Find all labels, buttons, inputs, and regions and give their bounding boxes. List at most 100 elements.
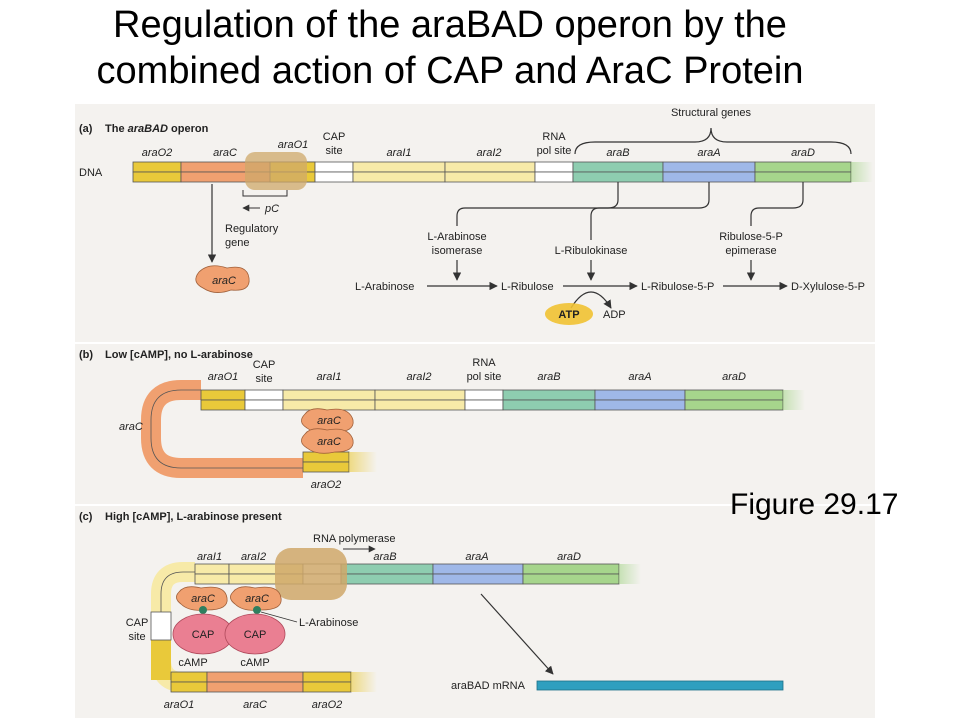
arac-protein-shape xyxy=(195,265,250,293)
label-arac-b-2: araC xyxy=(317,436,341,448)
atp-highlight xyxy=(545,303,593,325)
label-araa-c: araA xyxy=(465,551,488,563)
label-arao2-c: araO2 xyxy=(312,699,343,711)
label-camp-2: cAMP xyxy=(240,657,269,669)
dna-label: DNA xyxy=(79,167,103,179)
label-arad-a: araD xyxy=(791,147,815,159)
label-cap-2: CAP xyxy=(244,629,267,641)
label-arad-c: araD xyxy=(557,551,581,563)
label-ribulokinase: L-Ribulokinase xyxy=(555,245,628,257)
label-regulatory-1: Regulatory xyxy=(225,223,279,235)
panel-a-heading: The araBAD operon xyxy=(105,123,209,135)
cap-site-loop-c xyxy=(150,611,172,641)
label-arac-bottom-c: araC xyxy=(243,699,267,711)
dna-strands-a xyxy=(115,161,873,183)
panel-b-heading: Low [cAMP], no L-arabinose xyxy=(105,349,253,361)
label-epimerase-1: Ribulose-5-P xyxy=(719,231,783,243)
label-regulatory-2: gene xyxy=(225,237,249,249)
label-d-xylulose-5p: D-Xylulose-5-P xyxy=(791,281,865,293)
label-araa-b: araA xyxy=(628,371,651,383)
structural-genes-brace xyxy=(574,127,852,155)
label-cap-site-a-1: CAP xyxy=(323,131,346,143)
dna-strands-b xyxy=(200,389,805,473)
panel-a-letter: (a) xyxy=(79,123,93,135)
label-cap-site-b-1: CAP xyxy=(253,359,276,371)
label-cap-site-c-2: site xyxy=(128,631,145,643)
label-arai2-c: araI2 xyxy=(241,551,266,563)
label-arai2-a: araI2 xyxy=(476,147,501,159)
label-rna-pol-b-2: pol site xyxy=(467,371,502,383)
label-cap-site-b-2: site xyxy=(255,373,272,385)
cap-protein-2 xyxy=(224,613,286,655)
label-atp: ATP xyxy=(558,309,579,321)
label-arac-a: araC xyxy=(213,147,237,159)
arac-protein-b-2 xyxy=(301,428,354,454)
label-arac-c-2: araC xyxy=(245,593,269,605)
figure-label: Figure 29.17 xyxy=(730,488,899,521)
arac-loop-b-center xyxy=(150,389,303,469)
label-cap-site-a-2: site xyxy=(325,145,342,157)
arao1-loop-c xyxy=(151,640,171,680)
panel-a: (a) The araBAD operon Structural genes D… xyxy=(79,107,873,325)
arab-to-isomerase-line xyxy=(456,182,619,226)
l-arabinose-dot-2 xyxy=(253,606,261,614)
structural-genes-label: Structural genes xyxy=(671,107,752,119)
label-arab-c: araB xyxy=(373,551,396,563)
label-l-ribulose-5p: L-Ribulose-5-P xyxy=(641,281,714,293)
panel-b-letter: (b) xyxy=(79,349,93,361)
arabad-operon-diagram: (a) The araBAD operon Structural genes D… xyxy=(75,104,875,718)
panel-c-letter: (c) xyxy=(79,511,93,523)
label-arac-c-1: araC xyxy=(191,593,215,605)
transcription-arrow xyxy=(480,593,554,675)
arac-protein-bound-a xyxy=(245,152,307,190)
label-arao2-b: araO2 xyxy=(311,479,342,491)
arad-to-epimerase-line xyxy=(750,182,804,226)
label-arac-loop-b: araC xyxy=(119,421,143,433)
label-l-ribulose: L-Ribulose xyxy=(501,281,554,293)
label-araa-a: araA xyxy=(697,147,720,159)
label-isomerase-1: L-Arabinose xyxy=(427,231,486,243)
pc-bracket xyxy=(242,190,288,197)
panel-c-heading: High [cAMP], L-arabinose present xyxy=(105,511,282,523)
rna-polymerase-blob xyxy=(275,548,347,600)
label-arad-b: araD xyxy=(722,371,746,383)
label-rna-pol-a-1: RNA xyxy=(542,131,566,143)
label-arai2-b: araI2 xyxy=(406,371,431,383)
label-l-arabinose: L-Arabinose xyxy=(355,281,414,293)
label-cap-1: CAP xyxy=(192,629,215,641)
label-arai1-c: araI1 xyxy=(197,551,222,563)
panel-a-background xyxy=(75,104,875,342)
label-arao1-b: araO1 xyxy=(208,371,239,383)
label-arac-b-1: araC xyxy=(317,415,341,427)
label-arabad-mrna: araBAD mRNA xyxy=(451,680,526,692)
label-adp: ADP xyxy=(603,309,626,321)
title-line-1: Regulation of the araBAD operon by the xyxy=(113,4,787,46)
label-arac-protein: araC xyxy=(212,275,236,287)
label-arao1-c: araO1 xyxy=(164,699,195,711)
panel-c: (c) High [cAMP], L-arabinose present RNA… xyxy=(79,511,784,711)
label-arab-a: araB xyxy=(606,147,629,159)
araa-to-ribulokinase-line xyxy=(590,182,710,240)
label-l-arabinose-c: L-Arabinose xyxy=(299,617,358,629)
label-rna-pol-b-1: RNA xyxy=(472,357,496,369)
label-pc: pC xyxy=(264,203,279,215)
label-arab-b: araB xyxy=(537,371,560,383)
label-camp-1: cAMP xyxy=(178,657,207,669)
label-isomerase-2: isomerase xyxy=(432,245,483,257)
label-cap-site-c-1: CAP xyxy=(126,617,149,629)
l-arabinose-dot-1 xyxy=(199,606,207,614)
label-rna-pol-a-2: pol site xyxy=(537,145,572,157)
label-arao1-a: araO1 xyxy=(278,139,309,151)
slide-title: Regulation of the araBAD operon by the c… xyxy=(0,2,900,94)
label-arao2-a: araO2 xyxy=(142,147,173,159)
arac-protein-b-1 xyxy=(301,408,354,434)
l-arabinose-pointer xyxy=(260,611,298,623)
arabad-mrna-bar xyxy=(536,680,784,691)
arac-protein-c-1 xyxy=(176,586,228,611)
panel-b: (b) Low [cAMP], no L-arabinose araC xyxy=(79,349,805,491)
label-rna-polymerase: RNA polymerase xyxy=(313,533,396,545)
title-line-2: combined action of CAP and AraC Protein xyxy=(96,50,804,92)
label-arai1-a: araI1 xyxy=(386,147,411,159)
arac-protein-c-2 xyxy=(230,586,282,611)
label-arai1-b: araI1 xyxy=(316,371,341,383)
